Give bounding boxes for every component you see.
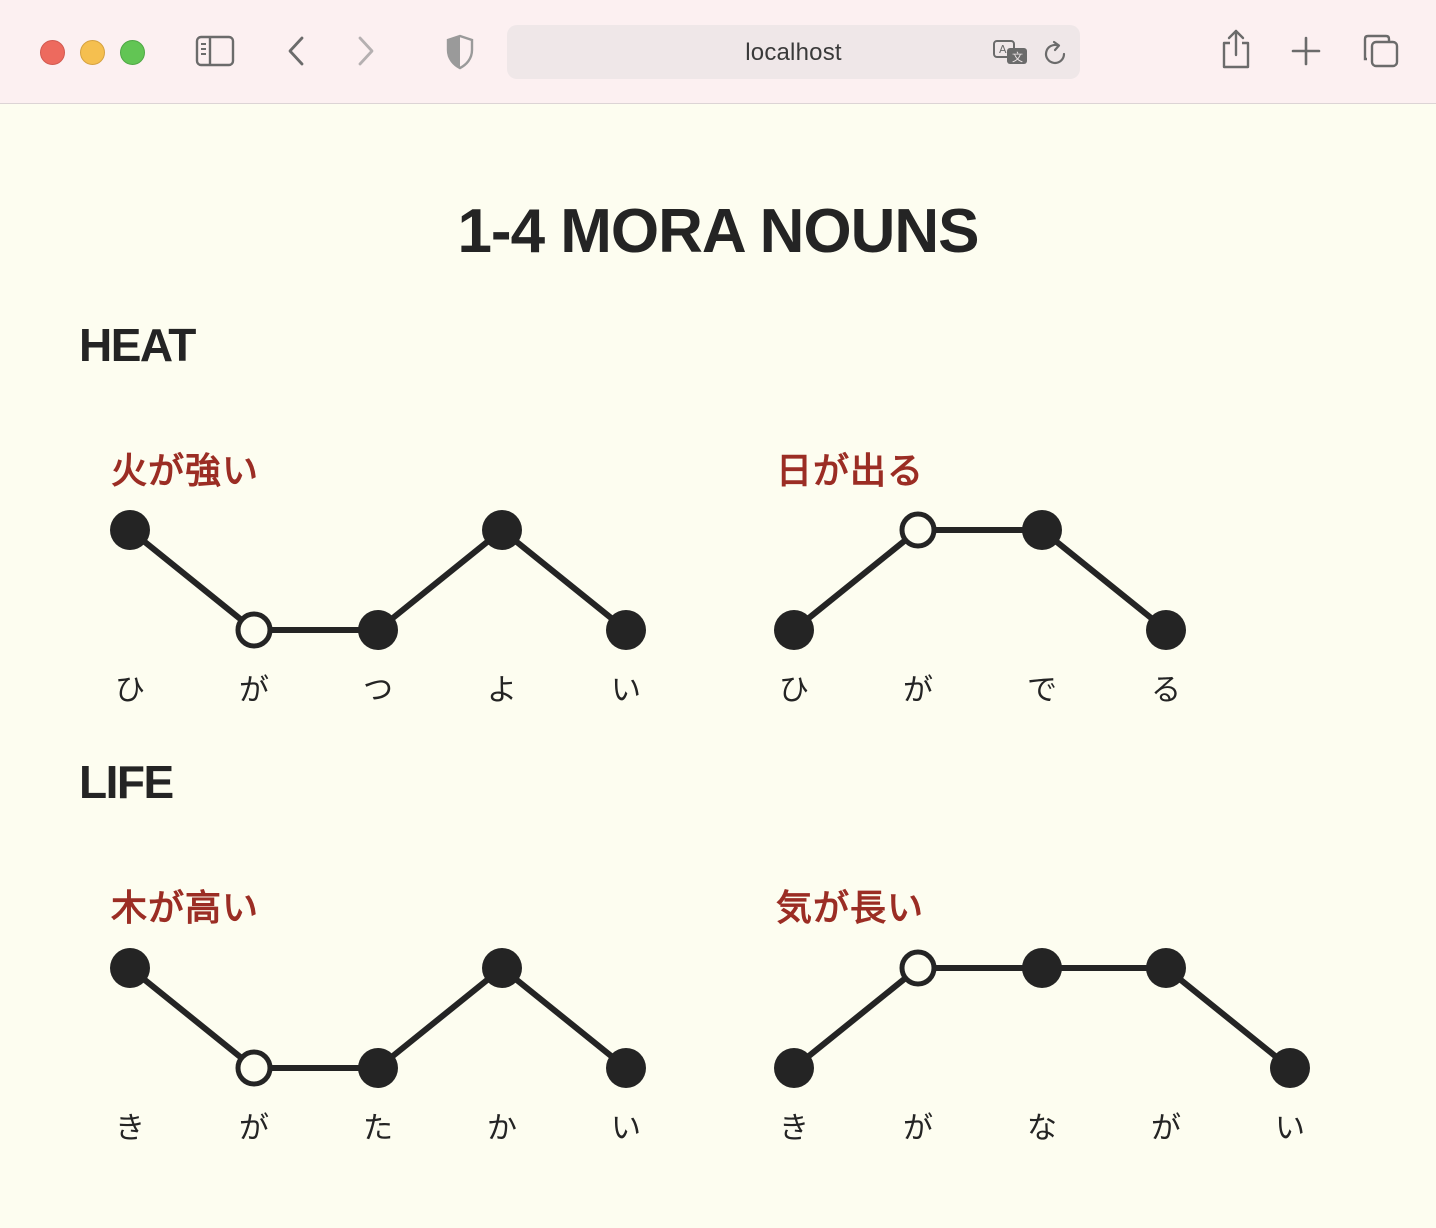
tab-overview-icon[interactable]: [1362, 33, 1400, 69]
pitch-line-segment: [500, 527, 628, 633]
mora-label: が: [239, 673, 269, 708]
pitch-point: [110, 948, 150, 988]
example-phrase: 木が高い: [111, 887, 260, 928]
mora-label: き: [115, 1111, 145, 1146]
mora-label: が: [903, 673, 933, 708]
pitch-line-segment: [128, 965, 256, 1071]
pitch-point: [482, 510, 522, 550]
mora-label: つ: [363, 673, 393, 708]
mora-label: が: [903, 1111, 933, 1146]
mora-label: い: [611, 673, 641, 708]
pitch-line-segment: [1164, 965, 1292, 1071]
pitch-point: [482, 948, 522, 988]
pitch-point: [358, 610, 398, 650]
pitch-diagram: ひがつよい: [110, 510, 646, 708]
pitch-diagram: きがたかい: [110, 948, 646, 1146]
url-text: localhost: [745, 39, 842, 66]
mora-label: た: [363, 1111, 393, 1146]
pitch-line-segment: [376, 965, 504, 1071]
zoom-window-button[interactable]: [120, 40, 145, 65]
forward-arrow-icon[interactable]: [354, 35, 378, 67]
pitch-line-segment: [376, 527, 504, 633]
mora-label: い: [1275, 1111, 1305, 1146]
pitch-line-segment: [792, 527, 920, 633]
pitch-point-particle: [235, 1049, 273, 1087]
pitch-point: [1022, 510, 1062, 550]
new-tab-plus-icon[interactable]: [1291, 36, 1321, 66]
pitch-point-particle: [899, 949, 937, 987]
close-window-button[interactable]: [40, 40, 65, 65]
pitch-line-segment: [792, 965, 920, 1071]
mora-label: が: [239, 1111, 269, 1146]
translate-icon[interactable]: A 文: [992, 39, 1030, 67]
share-icon[interactable]: [1220, 28, 1252, 70]
page-title: 1-4 MORA NOUNS: [457, 197, 979, 266]
section-title-life: LIFE: [79, 756, 174, 808]
pitch-point-particle: [235, 611, 273, 649]
pitch-point: [606, 1048, 646, 1088]
pitch-point: [110, 510, 150, 550]
minimize-window-button[interactable]: [80, 40, 105, 65]
pitch-line-segment: [128, 527, 256, 633]
mora-label: き: [779, 1111, 809, 1146]
mora-label: よ: [487, 673, 517, 708]
section-title-heat: HEAT: [79, 319, 196, 371]
pitch-point-particle: [899, 511, 937, 549]
reload-icon[interactable]: [1043, 40, 1069, 68]
pitch-point: [774, 1048, 814, 1088]
pitch-point: [1270, 1048, 1310, 1088]
mora-label: る: [1151, 673, 1181, 708]
pitch-point: [358, 1048, 398, 1088]
pitch-line-segment: [500, 965, 628, 1071]
address-bar[interactable]: localhost A 文: [507, 25, 1080, 79]
example-phrase: 気が長い: [776, 887, 925, 928]
pitch-point: [774, 610, 814, 650]
pitch-diagram: ひがでる: [774, 510, 1186, 708]
pitch-point: [1146, 948, 1186, 988]
pitch-diagram: きがながい: [774, 948, 1310, 1146]
pitch-point: [1146, 610, 1186, 650]
pitch-point: [606, 610, 646, 650]
mora-label: か: [487, 1111, 517, 1146]
mora-label: ひ: [115, 673, 145, 708]
svg-text:A: A: [999, 43, 1007, 56]
mora-label: が: [1151, 1111, 1181, 1146]
mora-label: な: [1027, 1111, 1057, 1146]
privacy-shield-icon[interactable]: [445, 34, 475, 70]
example-phrase: 火が強い: [111, 450, 260, 491]
pitch-point: [1022, 948, 1062, 988]
svg-text:文: 文: [1012, 50, 1023, 64]
mora-label: ひ: [779, 673, 809, 708]
pitch-line-segment: [1040, 527, 1168, 633]
browser-toolbar: localhost A 文: [0, 0, 1436, 104]
back-arrow-icon[interactable]: [284, 35, 308, 67]
example-phrase: 日が出る: [776, 450, 925, 491]
mora-label: い: [611, 1111, 641, 1146]
sidebar-toggle-icon[interactable]: [195, 35, 235, 67]
mora-label: で: [1027, 673, 1057, 708]
